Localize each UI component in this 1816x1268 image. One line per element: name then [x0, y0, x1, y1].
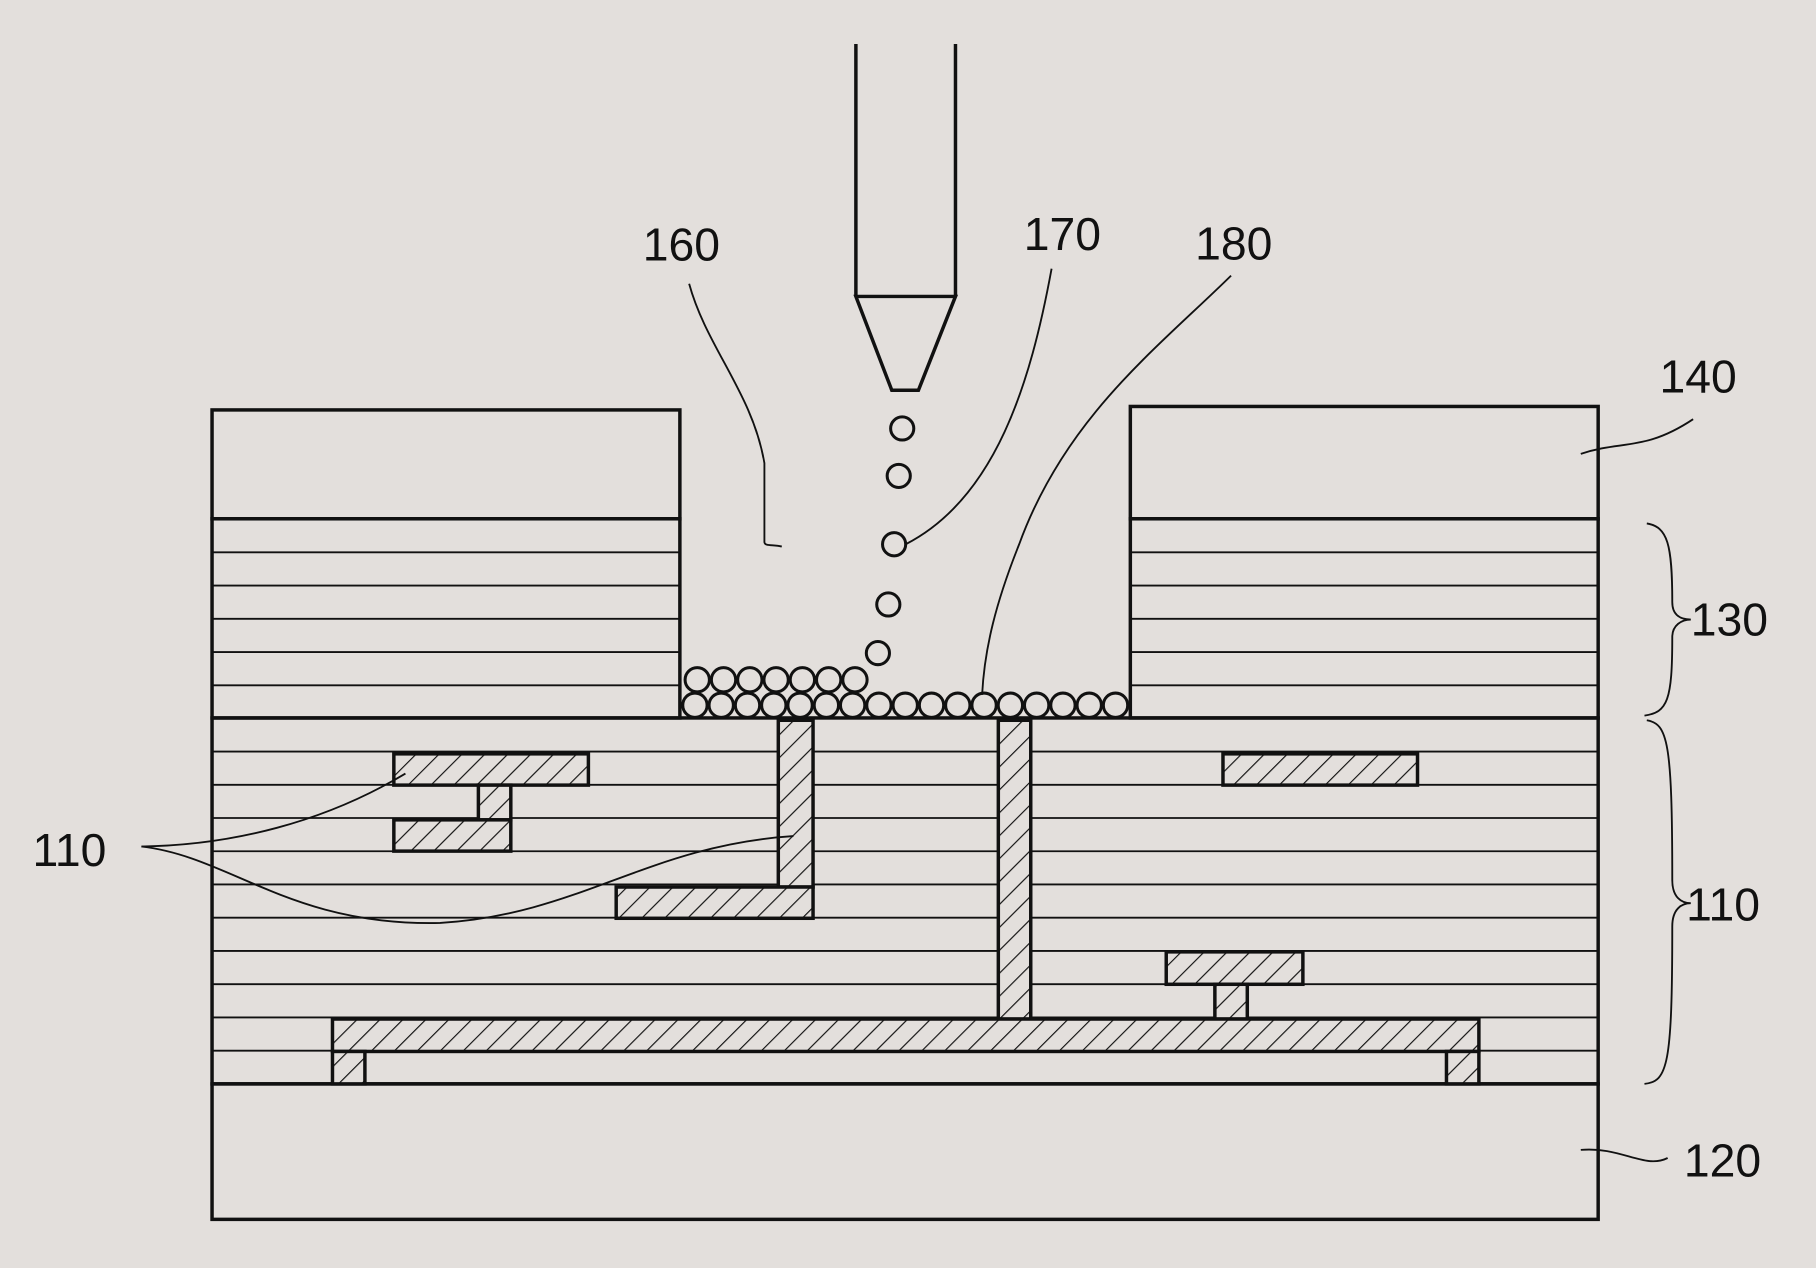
label-110-left: 110 — [33, 824, 107, 876]
ink-particle — [788, 666, 817, 694]
ink-particles-180 — [681, 415, 1130, 719]
ink-particle — [762, 666, 790, 694]
ink-particle — [891, 691, 919, 719]
ink-particle — [917, 691, 946, 719]
ink-particle — [841, 666, 869, 694]
ink-particle — [996, 691, 1025, 719]
label-170: 170 — [1024, 208, 1101, 260]
ink-particle — [881, 531, 908, 558]
inkjet-nozzle — [853, 44, 959, 392]
ink-particle — [889, 415, 916, 442]
label-160: 160 — [643, 219, 720, 271]
wiring-patterns — [330, 718, 1481, 1086]
ink-particle — [1101, 691, 1130, 719]
ink-particle — [736, 666, 764, 694]
ink-particle — [944, 691, 972, 719]
right-layer-130 — [1128, 517, 1600, 720]
left-stack-130 — [212, 551, 680, 687]
ink-particle — [1022, 691, 1051, 719]
ink-particle — [1075, 691, 1103, 719]
ink-particle — [815, 666, 843, 694]
leader-lines — [141, 268, 1694, 1163]
label-120: 120 — [1684, 1135, 1761, 1187]
ink-particle — [709, 666, 738, 694]
right-stack-130 — [1130, 551, 1599, 687]
ink-particle — [683, 666, 711, 694]
label-140: 140 — [1660, 351, 1737, 403]
label-130: 130 — [1691, 594, 1768, 646]
label-110-right: 110 — [1686, 879, 1760, 931]
ink-particle — [864, 640, 891, 667]
ink-particle — [1049, 691, 1077, 719]
ink-particle — [885, 462, 912, 490]
ink-particle — [970, 691, 998, 719]
left-layer-130 — [210, 517, 682, 720]
ink-particle — [865, 691, 893, 719]
ink-particle — [875, 591, 902, 618]
label-180: 180 — [1195, 217, 1272, 269]
